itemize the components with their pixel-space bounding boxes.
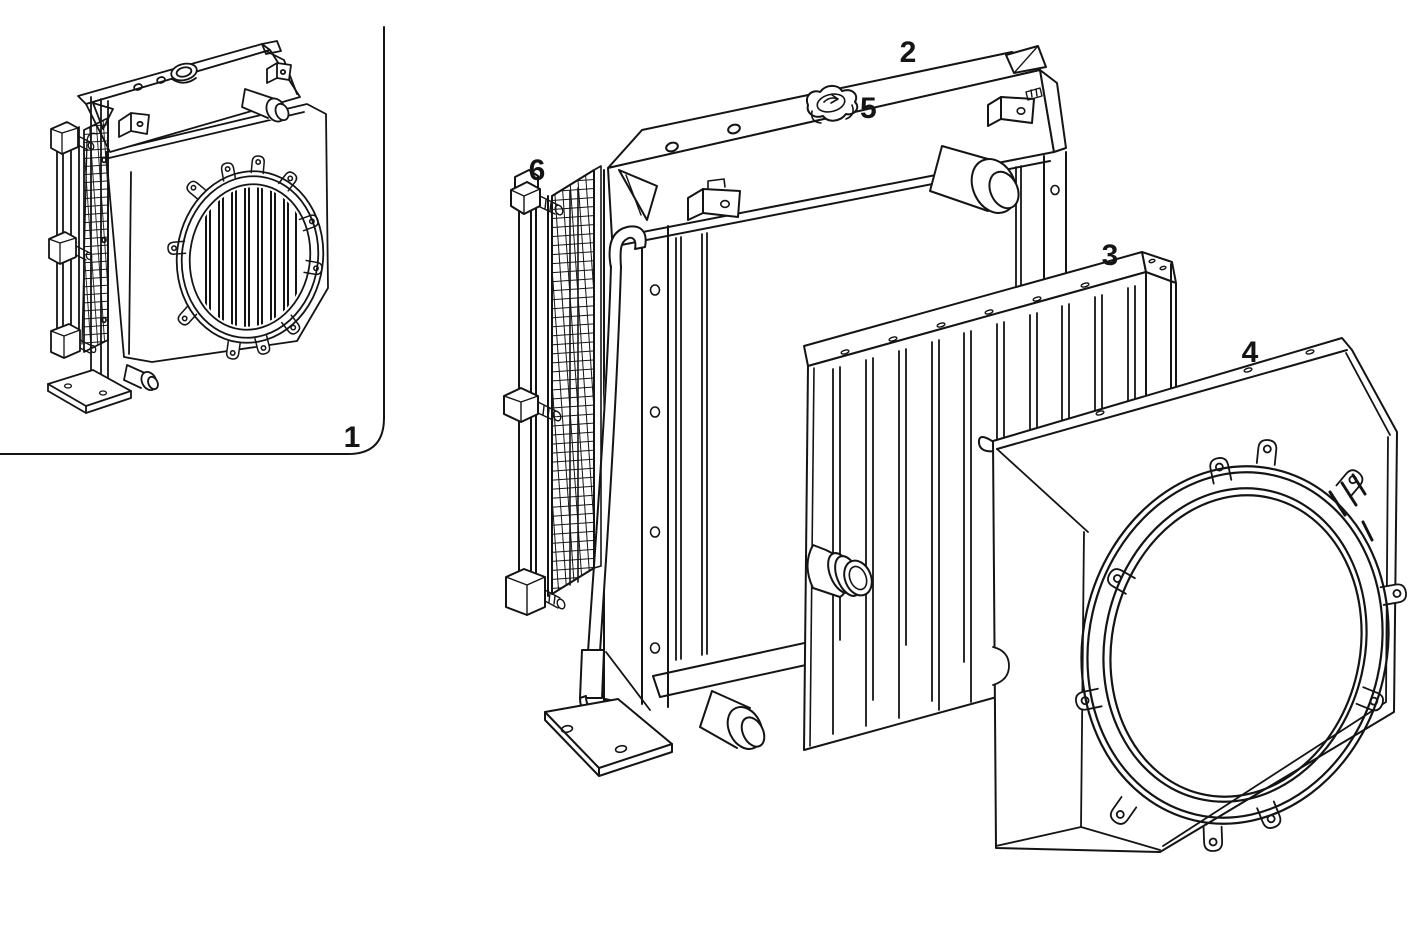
callout-5: 5	[860, 92, 877, 125]
inset-oil-cooler	[48, 117, 109, 359]
part-6-oil-cooler-drawing	[503, 165, 602, 616]
callout-2: 2	[900, 36, 917, 69]
inset-tank	[77, 40, 301, 153]
inset-grill-bars	[205, 179, 297, 335]
top-pipe-stub	[929, 145, 1020, 214]
inset-frame-member	[47, 96, 159, 414]
part-4-fan-shroud-drawing	[977, 337, 1407, 853]
inset-foot-bracket	[47, 369, 132, 407]
shroud-fan-ring	[1080, 465, 1390, 825]
inset-assembled-unit-drawing	[47, 40, 329, 414]
core-hose-stub	[806, 544, 873, 598]
foot-bracket	[544, 651, 673, 777]
callout-labels: 1 2 3 4 5 6	[344, 36, 1259, 454]
inset-top-pipe	[240, 88, 290, 123]
inset-border	[0, 26, 385, 455]
inset-clamp	[118, 112, 150, 138]
inset-clamp-end	[266, 62, 292, 84]
bottom-pipe-stub	[699, 690, 766, 750]
clamp-bracket-end	[987, 87, 1043, 127]
callout-3: 3	[1102, 239, 1119, 272]
callout-4: 4	[1242, 336, 1259, 369]
shroud-top-bolt-marks	[1095, 349, 1315, 416]
core-top-bolt-marks	[840, 258, 1167, 355]
clamp-bracket-front	[687, 178, 741, 221]
callout-6: 6	[529, 154, 546, 187]
inset-fan-shroud	[105, 103, 329, 363]
callout-1: 1	[344, 421, 361, 454]
part-5-filler-cap-drawing	[806, 84, 859, 124]
